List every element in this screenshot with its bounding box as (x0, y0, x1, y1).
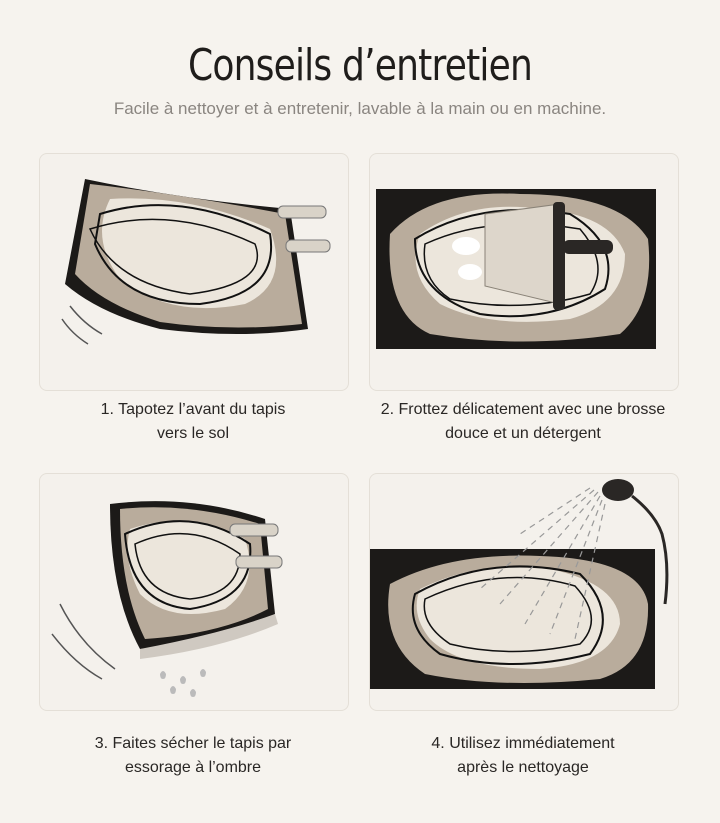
page-title: Conseils d’entretien (187, 40, 533, 91)
page-subtitle: Facile à nettoyer et à entretenir, lavab… (113, 99, 607, 118)
step-1-caption-line-1: 1. Tapotez l’avant du tapis (100, 401, 286, 418)
step-2-caption: 2. Frottez délicatement avec une brosse … (353, 398, 693, 446)
step-3-caption: 3. Faites sécher le tapis par essorage à… (23, 732, 363, 780)
step-2-illustration (369, 153, 679, 391)
hand-grip-icon (229, 523, 279, 537)
step-1-illustration (39, 153, 349, 391)
step-4-illustration (369, 473, 679, 711)
rug-wring-illustration (51, 501, 283, 697)
step-2-caption-line-2: douce et un détergent (445, 425, 601, 442)
step-2-caption-line-1: 2. Frottez délicatement avec une brosse (380, 401, 666, 418)
hand-grip-icon (235, 555, 283, 569)
hand-grip-icon (285, 239, 331, 253)
rug-shake-illustration (61, 179, 331, 345)
motion-line-icon (61, 318, 89, 345)
hand-grip-icon (277, 205, 327, 219)
step-4-caption: 4. Utilisez immédiatement après le netto… (353, 732, 693, 780)
water-spray-icon (479, 487, 606, 640)
step-1-caption-line-2: vers le sol (156, 425, 230, 442)
motion-line-icon (59, 603, 116, 670)
brush-icon (484, 203, 561, 305)
step-3-caption-line-2: essorage à l’ombre (124, 759, 262, 776)
step-4-caption-line-1: 4. Utilisez immédiatement (431, 735, 615, 752)
step-3-illustration (39, 473, 349, 711)
step-1-caption: 1. Tapotez l’avant du tapis vers le sol (23, 398, 363, 446)
rug-rinse-illustration (370, 479, 669, 689)
rug-brush-illustration (376, 189, 656, 349)
water-drop-icon (160, 671, 166, 679)
step-4-caption-line-2: après le nettoyage (457, 759, 589, 776)
step-3-caption-line-1: 3. Faites sécher le tapis par (94, 735, 292, 752)
shower-head-icon (602, 479, 634, 501)
